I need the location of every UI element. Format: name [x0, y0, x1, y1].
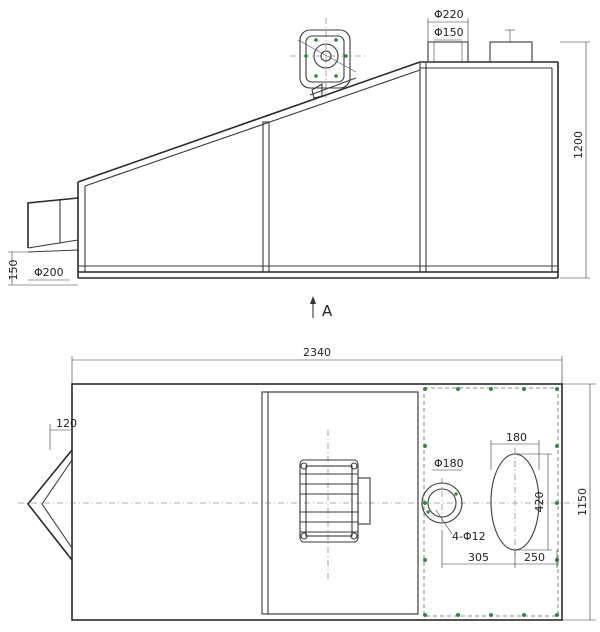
bolt [555, 387, 560, 392]
dim-150-text: 150 [7, 260, 20, 281]
inlet-chute-edge [27, 239, 79, 249]
bolt [423, 558, 428, 563]
dim-120-text: 120 [56, 417, 77, 430]
bolt [489, 613, 494, 618]
motor-foot [311, 83, 323, 99]
motor-plan [299, 459, 371, 543]
motor-body [299, 459, 359, 543]
bolt [423, 613, 428, 618]
bolt [454, 492, 458, 496]
vibration-motor [290, 18, 368, 99]
bolt [423, 444, 428, 449]
plan-outline [71, 383, 563, 621]
motor-bolt [304, 54, 308, 58]
cover-bolts [423, 387, 560, 618]
motor-lug [300, 462, 308, 470]
bolt [456, 387, 461, 392]
dim-180-text: 180 [506, 431, 527, 444]
motor-diagonal [297, 39, 357, 73]
bolt [489, 387, 494, 392]
bolt [555, 444, 560, 449]
view-arrow-label: A [322, 302, 333, 320]
inclined-inner-edge [84, 69, 421, 187]
dim-305-text: 305 [468, 551, 489, 564]
inlet-chute-top [27, 197, 79, 248]
bolt [555, 613, 560, 618]
dim-2340-text: 2340 [303, 346, 331, 359]
motor-bolt [344, 54, 348, 58]
hopper-inner [41, 459, 73, 549]
dim-d200-text: Φ200 [34, 266, 64, 279]
dim-420-text: 420 [533, 492, 546, 513]
leader-4d12 [435, 509, 453, 535]
motor-bolt [334, 38, 338, 42]
motor-lug [350, 462, 358, 470]
inclined-top-edge [77, 61, 421, 183]
bolt [423, 501, 428, 506]
dim-1150-text: 1150 [576, 488, 589, 516]
dim-1200-text: 1200 [572, 131, 585, 159]
middle-post [262, 121, 270, 273]
motor-bolt [334, 74, 338, 78]
motor-bolt [314, 74, 318, 78]
bolt [426, 510, 430, 514]
right-post [419, 61, 427, 273]
bolt [423, 387, 428, 392]
view-arrow-head [310, 296, 316, 304]
vent-pipe [489, 41, 533, 63]
dim-d150-text: Φ150 [434, 26, 464, 39]
bolt [456, 613, 461, 618]
motor-body-inner [305, 465, 353, 537]
dim-d180-text: Φ180 [434, 457, 464, 470]
dim-d220-text: Φ220 [434, 8, 464, 21]
motor-lug [300, 532, 308, 540]
motor-bolt [314, 38, 318, 42]
dim-250-text: 250 [524, 551, 545, 564]
plan-view: 2340 120 1150 180 Φ180 420 4-Φ12 305 250 [18, 346, 596, 621]
hopper-outline [26, 449, 73, 561]
bolt [555, 501, 560, 506]
bolt [522, 613, 527, 618]
outlet-flange [427, 41, 469, 63]
bolt [522, 387, 527, 392]
elevation-view: Φ220 Φ150 1200 150 Φ200 A [7, 8, 590, 320]
motor-housing-inner [305, 35, 345, 83]
motor-lug [350, 532, 358, 540]
inlet-chute-bottom [27, 249, 79, 253]
dim-4d12-text: 4-Φ12 [452, 530, 486, 543]
motor-base-line [309, 77, 357, 96]
motor-housing [299, 29, 351, 89]
motor-terminal-box [357, 477, 371, 525]
